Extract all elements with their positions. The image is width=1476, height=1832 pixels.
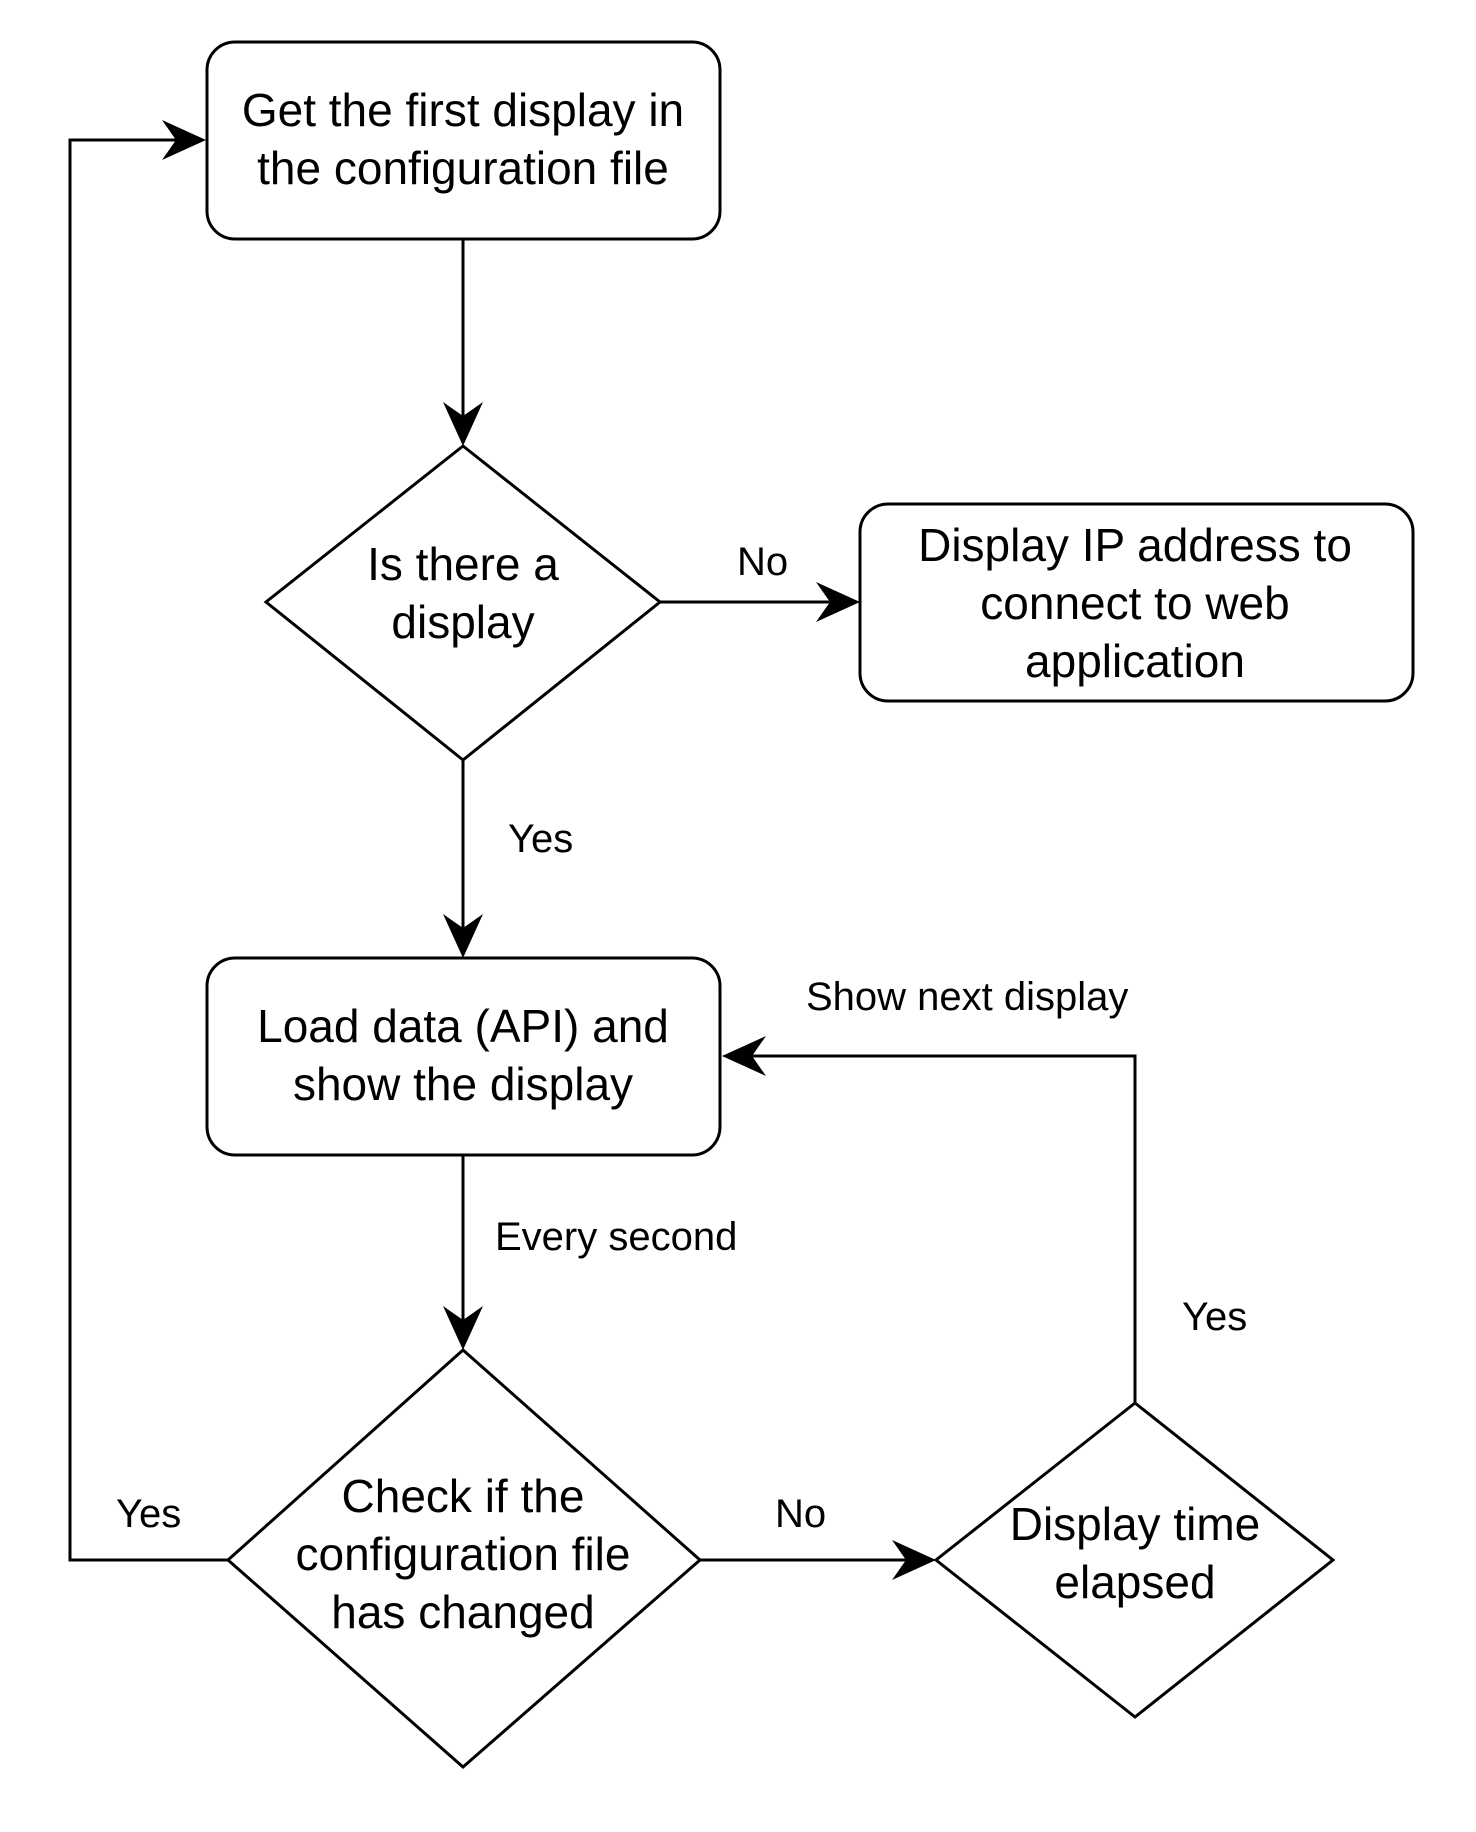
node-line: the configuration file xyxy=(257,142,669,194)
node-display-time: Display time elapsed xyxy=(933,1401,1336,1719)
edge-label-every-second: Every second xyxy=(495,1215,737,1259)
node-line: show the display xyxy=(293,1058,633,1110)
node-line: Load data (API) and xyxy=(257,1000,669,1052)
node-line: display xyxy=(391,596,534,648)
edge-get-to-decision xyxy=(443,240,483,446)
edge-decision-no xyxy=(660,582,860,622)
arrowhead xyxy=(722,1036,766,1076)
edge-label-no-ip: No xyxy=(737,540,788,584)
node-check-config: Check if the configuration file has chan… xyxy=(225,1347,703,1769)
node-load-data: Load data (API) and show the display xyxy=(205,956,722,1157)
node-line: application xyxy=(1025,635,1245,687)
arrowhead xyxy=(162,120,206,160)
edge-label-no-time: No xyxy=(775,1492,826,1536)
node-line: Display time xyxy=(1010,1498,1261,1550)
edge-config-changed-yes xyxy=(68,120,228,1562)
edge-label-yes-time: Yes xyxy=(1182,1295,1247,1339)
edge-every-second xyxy=(443,1154,483,1350)
node-line: elapsed xyxy=(1054,1556,1215,1608)
node-line: has changed xyxy=(331,1586,594,1638)
edge-decision-yes xyxy=(443,760,483,958)
node-display-ip: Display IP address to connect to web app… xyxy=(858,502,1415,703)
edge-config-changed-no xyxy=(700,1540,936,1580)
edge-label-show-next-display: Show next display xyxy=(806,975,1128,1019)
edge-label-yes-config: Yes xyxy=(116,1492,181,1536)
arrowhead xyxy=(443,402,483,446)
arrowhead xyxy=(443,914,483,958)
node-line: configuration file xyxy=(296,1528,631,1580)
arrowhead xyxy=(892,1540,936,1580)
node-line: connect to web xyxy=(980,577,1289,629)
node-line: Is there a xyxy=(367,538,559,590)
edge-label-yes-load: Yes xyxy=(508,817,573,861)
node-line: Get the first display in xyxy=(242,84,684,136)
arrowhead xyxy=(443,1306,483,1350)
node-is-there-display: Is there a display xyxy=(263,444,663,762)
arrowhead xyxy=(816,582,860,622)
node-get-first-display: Get the first display in the configurati… xyxy=(205,40,722,241)
edge-time-elapsed-yes xyxy=(722,1036,1137,1403)
node-line: Display IP address to xyxy=(918,519,1352,571)
node-line: Check if the xyxy=(342,1470,585,1522)
